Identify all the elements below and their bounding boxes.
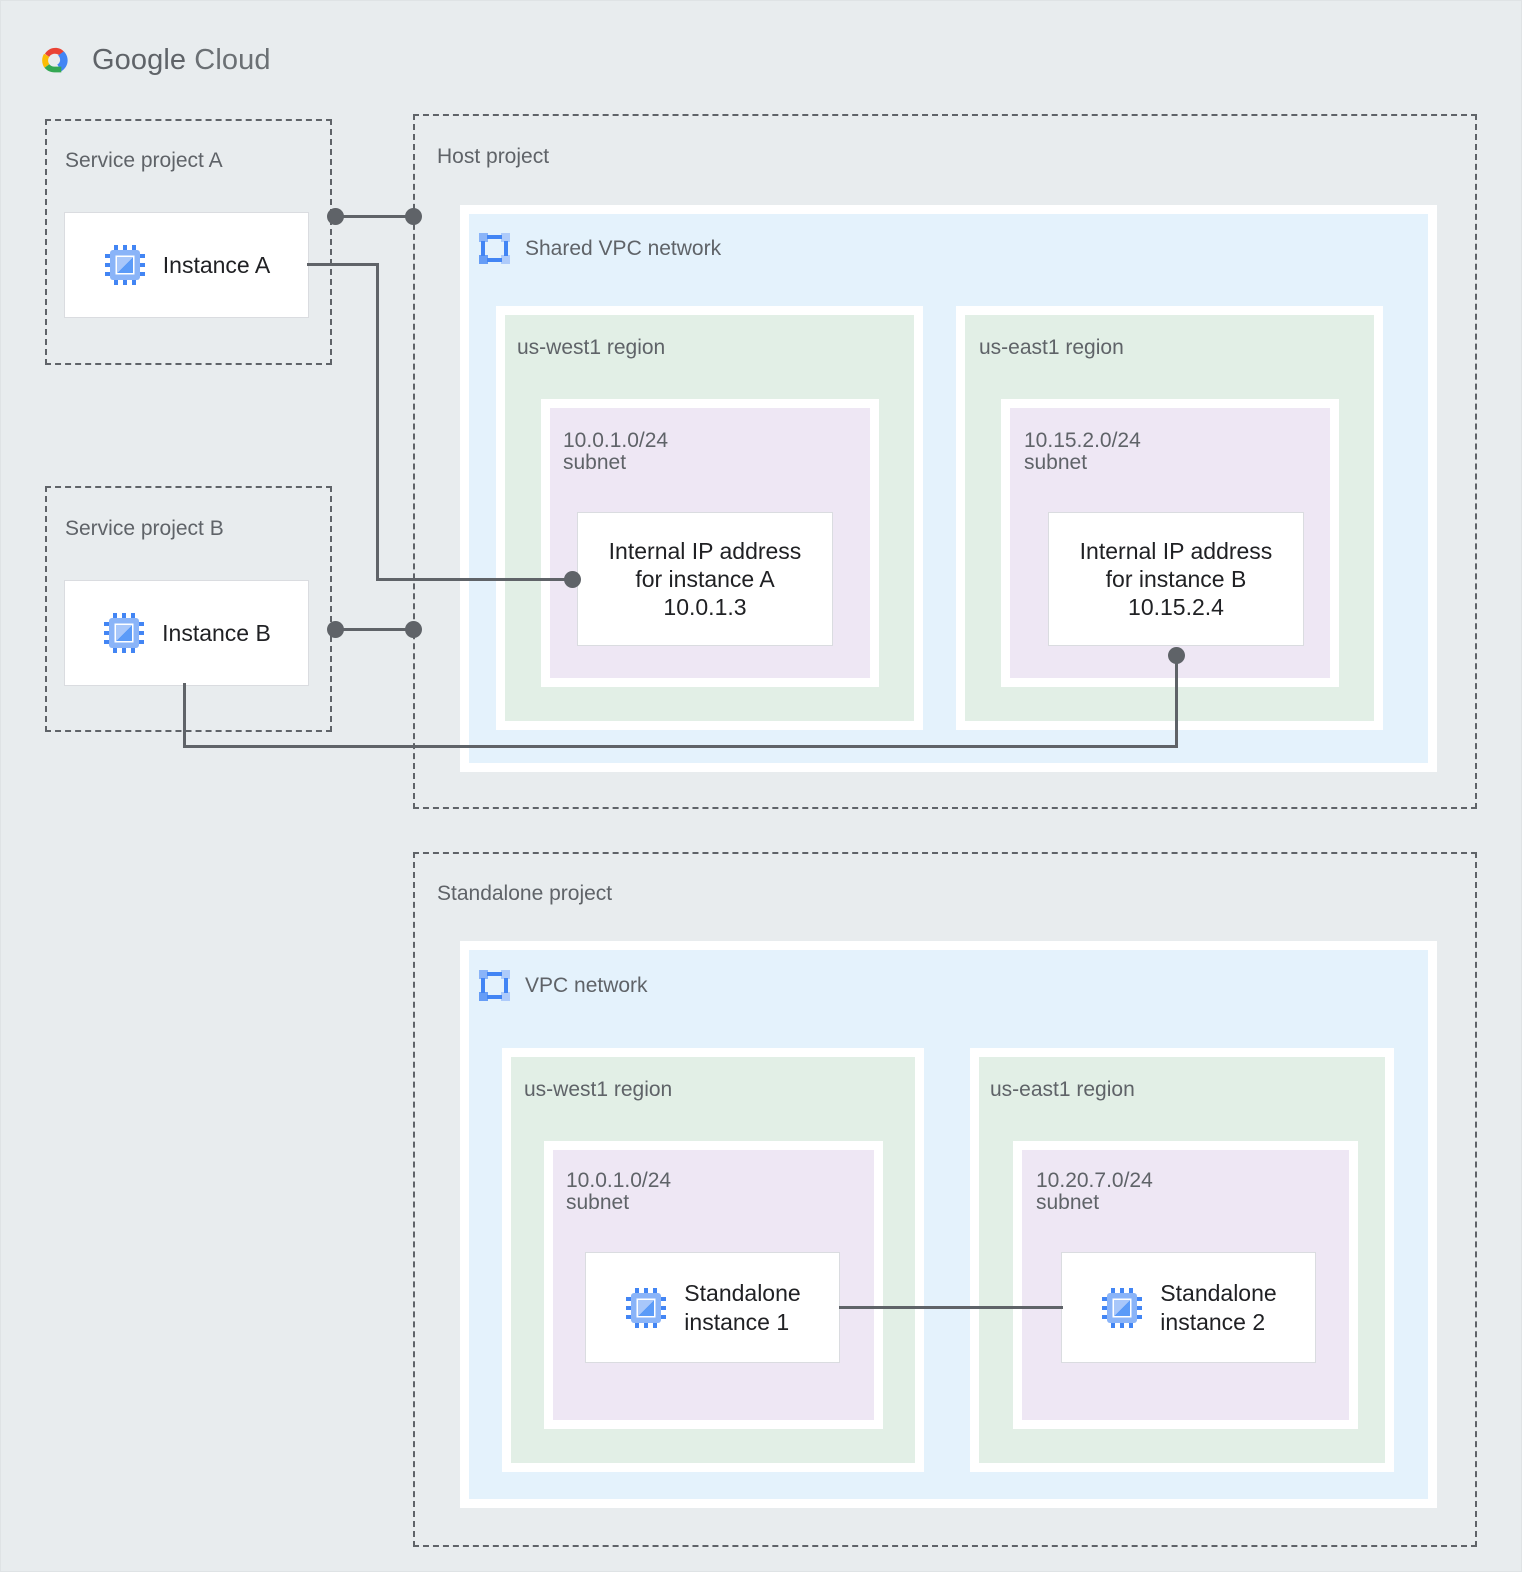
standalone-instance-1-label: Standalone instance 1 [684,1280,801,1335]
connector-service-a-to-host [337,215,415,218]
vpc-network-icon [479,233,510,264]
shared-vpc-network-header: Shared VPC network [478,232,721,265]
connector-endpoint-dot [327,621,344,638]
host-subnet-10-0-1-0-label: 10.0.1.0/24 subnet [563,429,669,475]
standalone-instance-2-label: Standalone instance 2 [1160,1280,1277,1335]
connector-endpoint-dot [327,208,344,225]
connector-standalone-1-to-2 [839,1306,1063,1309]
google-cloud-logo-icon [42,47,68,73]
service-project-b-label: Service project B [65,517,224,540]
connector-instance-b-path-segment [183,683,186,747]
standalone-project-label: Standalone project [437,882,613,905]
host-project-container [413,114,1477,809]
vpc-network-header: VPC network [478,969,648,1002]
connector-endpoint-dot [1168,647,1185,664]
standalone-project-container [413,852,1477,1547]
brand-name-google: Google [92,43,187,76]
service-project-a-container [45,119,332,365]
connector-instance-b-path-segment [1175,654,1178,747]
connector-endpoint-dot [564,571,581,588]
connector-service-b-to-host [337,628,415,631]
service-project-b-container [45,486,332,732]
compute-instance-chip-icon [626,1287,667,1328]
standalone-region-us-east1-label: us-east1 region [990,1078,1135,1101]
vpc-network-icon [479,970,510,1001]
instance-b-card[interactable]: Instance B [64,580,309,686]
brand-wordmark: Google Cloud [92,44,271,77]
standalone-instance-1-card[interactable]: Standalone instance 1 [585,1252,840,1363]
internal-ip-instance-a-text: Internal IP address for instance A 10.0.… [608,537,802,621]
connector-instance-b-path-segment [183,745,1178,748]
instance-b-label: Instance B [162,619,271,646]
internal-ip-instance-a-card: Internal IP address for instance A 10.0.… [577,512,833,646]
connector-instance-a-path-segment [376,578,574,581]
standalone-instance-2-card[interactable]: Standalone instance 2 [1061,1252,1316,1363]
standalone-region-us-west1-label: us-west1 region [524,1078,673,1101]
compute-instance-chip-icon [1102,1287,1143,1328]
internal-ip-instance-b-card: Internal IP address for instance B 10.15… [1048,512,1304,646]
compute-instance-chip-icon [104,613,145,653]
instance-a-card[interactable]: Instance A [64,212,309,318]
instance-a-label: Instance A [162,251,271,278]
brand-name-cloud: Cloud [194,43,271,76]
service-project-a-label: Service project A [65,149,223,172]
host-subnet-10-15-2-0-label: 10.15.2.0/24 subnet [1024,429,1141,475]
host-project-label: Host project [437,145,550,168]
internal-ip-instance-b-text: Internal IP address for instance B 10.15… [1079,537,1273,621]
shared-vpc-network-label: Shared VPC network [525,236,722,260]
standalone-subnet-10-20-7-0-label: 10.20.7.0/24 subnet [1036,1169,1153,1215]
connector-instance-a-path-segment [376,263,379,581]
standalone-subnet-10-0-1-0-label: 10.0.1.0/24 subnet [566,1169,672,1215]
compute-instance-chip-icon [104,245,145,285]
google-cloud-logo: Google Cloud [37,39,271,81]
host-region-us-west1-label: us-west1 region [517,336,666,359]
host-region-us-east1-label: us-east1 region [979,336,1124,359]
connector-endpoint-dot [405,621,422,638]
vpc-network-label: VPC network [525,973,648,997]
connector-instance-a-path-segment [307,263,379,266]
connector-endpoint-dot [405,208,422,225]
